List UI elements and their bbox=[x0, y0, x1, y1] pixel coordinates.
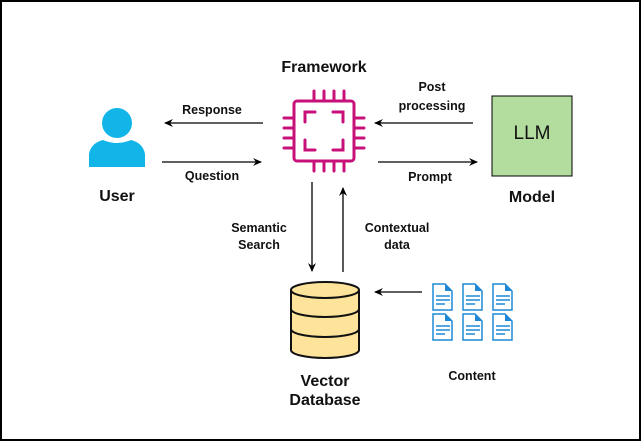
document-icon bbox=[492, 313, 513, 341]
contextual-data-label-line1: Contextual bbox=[364, 221, 430, 235]
database-icon bbox=[290, 281, 360, 359]
document-icon bbox=[462, 313, 483, 341]
document-icon bbox=[432, 313, 453, 341]
vector-db-label: Vector Database bbox=[275, 372, 375, 410]
contextual-data-label: Contextual data bbox=[357, 221, 437, 253]
content-documents bbox=[432, 283, 513, 341]
user-label: User bbox=[99, 188, 135, 205]
semantic-search-label-line1: Semantic bbox=[231, 221, 287, 235]
vector-db-label-line2: Database bbox=[289, 392, 361, 410]
user-icon bbox=[89, 108, 145, 167]
document-icon bbox=[492, 283, 513, 311]
cpu-chip-icon bbox=[282, 89, 366, 173]
llm-box bbox=[491, 95, 573, 177]
framework-label: Framework bbox=[281, 59, 367, 76]
semantic-search-label: Semantic Search bbox=[224, 221, 294, 253]
prompt-label: Prompt bbox=[408, 170, 452, 184]
llm-box-text: LLM bbox=[513, 123, 551, 144]
document-icon bbox=[432, 283, 453, 311]
semantic-search-label-line2: Search bbox=[238, 238, 280, 252]
post-processing-label-line2: processing bbox=[398, 99, 466, 113]
post-processing-label: Post processing bbox=[382, 80, 482, 114]
post-processing-label-line1: Post bbox=[418, 80, 446, 94]
content-label: Content bbox=[448, 369, 496, 383]
vector-db-label-line1: Vector bbox=[300, 373, 350, 390]
question-label: Question bbox=[184, 169, 240, 183]
model-label: Model bbox=[508, 189, 556, 206]
contextual-data-label-line2: data bbox=[384, 238, 410, 252]
document-icon bbox=[462, 283, 483, 311]
response-label: Response bbox=[182, 103, 242, 117]
